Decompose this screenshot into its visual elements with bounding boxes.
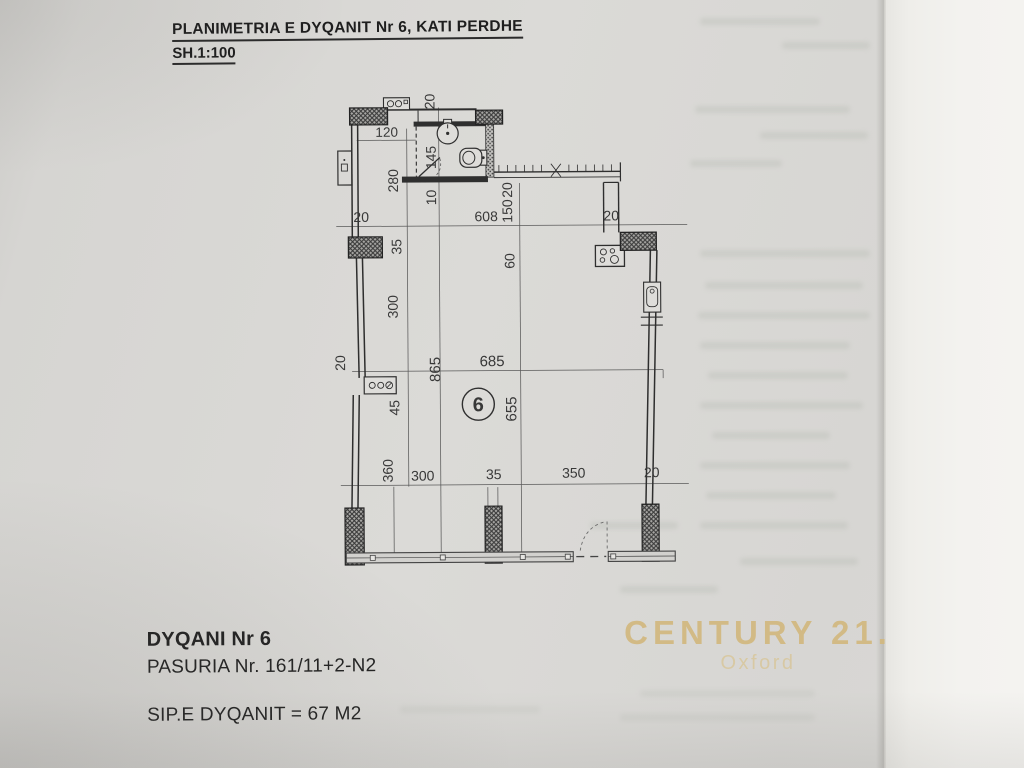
dim-left-upper-span: 300	[385, 295, 401, 319]
column-left-mid	[347, 236, 384, 259]
dim-bath-bottom-wall: 10	[423, 189, 439, 205]
office-name: Oxford	[720, 652, 796, 674]
dim-top-span: 608	[474, 208, 498, 224]
scan-page-edge	[884, 0, 1024, 768]
dim-column-offset: 35	[388, 239, 404, 255]
pier-left	[344, 507, 365, 566]
dim-top-wall: 20	[421, 93, 437, 109]
scale-text: SH.1:100	[172, 44, 236, 65]
dim-left-wall-bottom: 20	[353, 209, 369, 225]
area-label: SIP.E DYQANIT = 67 M2	[147, 703, 362, 726]
shop-label: DYQANI Nr 6	[146, 627, 272, 651]
agency-watermark: CENTURY 21. Oxford	[612, 614, 904, 675]
electrical-panel-icon	[363, 376, 397, 395]
toilet-icon	[459, 147, 488, 168]
column-top-right	[474, 109, 504, 125]
railing	[493, 162, 622, 182]
dim-terrace-wall: 20	[499, 182, 515, 198]
column-top-left	[348, 107, 389, 126]
drawing-title: PLANIMETRIA E DYQANIT Nr 6, KATI PERDHE …	[172, 17, 523, 65]
room-number-badge: 6	[461, 387, 496, 421]
dim-left-lower-span: 360	[380, 459, 396, 483]
title-text: PLANIMETRIA E DYQANIT Nr 6, KATI PERDHE	[172, 17, 523, 42]
kitchen-sink-icon	[643, 281, 662, 313]
floor-plan: 6 120 20 145 280 10 20 608 150 20 20 35 …	[328, 84, 701, 616]
room-number: 6	[473, 394, 484, 416]
dim-room-length: 865	[427, 357, 444, 382]
dim-bottom-span-1: 300	[411, 467, 435, 483]
dim-niche-width: 120	[375, 125, 398, 140]
dim-upper-left: 280	[385, 169, 401, 193]
dim-terrace-depth: 150	[499, 199, 515, 223]
dim-bottom-span-3: 350	[562, 465, 586, 481]
dim-kitchen-depth: 60	[501, 253, 517, 269]
dim-bottom-span-2: 35	[486, 466, 502, 482]
property-number-label: PASURIA Nr. 161/11+2-N2	[146, 655, 377, 678]
property-info: DYQANI Nr 6 PASURIA Nr. 161/11+2-N2 SIP.…	[147, 627, 377, 727]
bathroom-bottom-wall	[401, 176, 488, 183]
century21-logo: CENTURY 21.	[624, 614, 892, 651]
dim-room-length-inner: 655	[503, 396, 520, 421]
columns	[344, 107, 660, 566]
sink-icon	[436, 118, 459, 145]
storefront	[345, 521, 676, 564]
cooktop-icon	[594, 244, 626, 268]
floor-plan-svg: 6 120 20 145 280 10 20 608 150 20 20 35 …	[332, 93, 689, 566]
dim-bottom-span-4: 20	[644, 464, 660, 480]
dim-bath-height: 145	[423, 146, 439, 170]
door-swing-arc	[434, 158, 442, 177]
scan-edge-shadow	[876, 0, 886, 768]
dimension-labels: 120 20 145 280 10 20 608 150 20 20 35 30…	[332, 93, 660, 483]
boiler-icon	[382, 97, 411, 111]
meter-box-icon	[337, 150, 353, 186]
pier-middle	[484, 505, 503, 564]
bathroom	[401, 118, 495, 183]
dim-room-width: 685	[480, 353, 505, 370]
dim-mid-wall: 20	[332, 355, 348, 371]
column-kitchen	[619, 231, 657, 251]
dim-panel-offset: 45	[386, 400, 402, 416]
entrance-door-swing	[579, 521, 607, 551]
window-marks	[640, 316, 663, 326]
dim-right-wall-top: 20	[603, 207, 619, 223]
door-leaf	[418, 156, 441, 178]
